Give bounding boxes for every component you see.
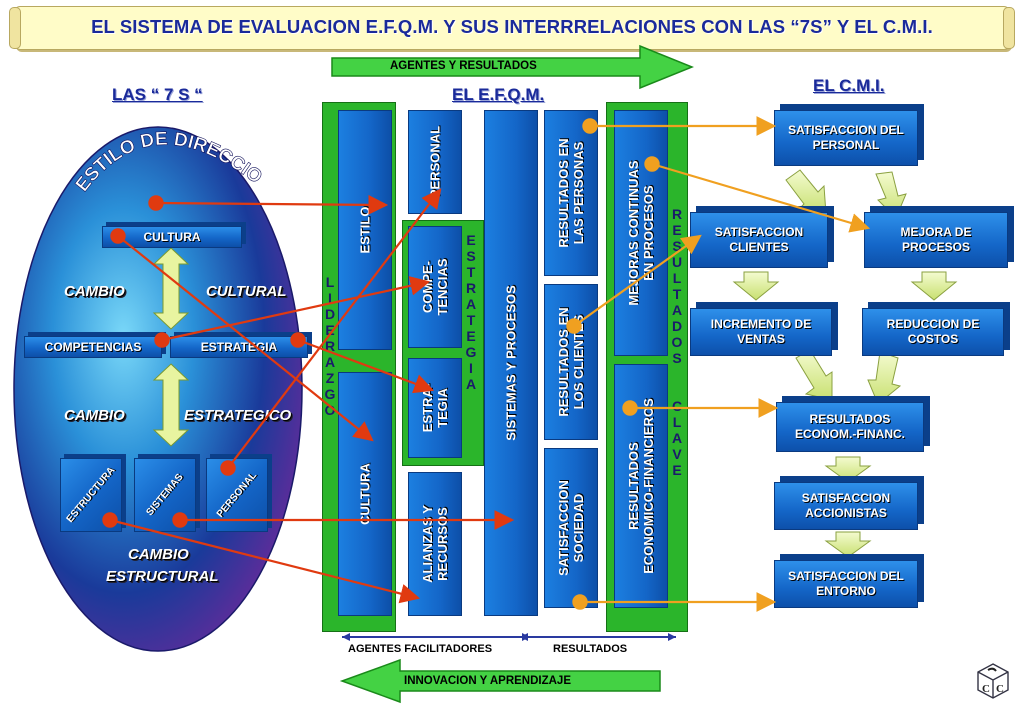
scroll-curl-right xyxy=(1003,7,1015,49)
cube-logo-icon: C C xyxy=(977,663,1009,699)
connector-cmi-procesos xyxy=(644,156,871,233)
connector-estructura xyxy=(102,512,421,604)
heading-efqm: EL E.F.Q.M. xyxy=(452,85,545,104)
bottom-arrow xyxy=(339,658,661,704)
svg-text:C: C xyxy=(982,683,990,695)
connector-estilo xyxy=(148,194,389,215)
scroll-curl-left xyxy=(9,7,21,49)
connector-estrategia xyxy=(290,332,435,394)
top-arrow-label: AGENTES Y RESULTADOS xyxy=(390,60,537,72)
page-title: EL SISTEMA DE EVALUACION E.F.Q.M. Y SUS … xyxy=(91,16,933,37)
connector-competencias xyxy=(154,276,431,348)
connector-cultura xyxy=(110,228,374,442)
cambio-estrategico-word1: CAMBIO xyxy=(64,407,125,424)
agentes-facilitadores-label: AGENTES FACILITADORES xyxy=(348,643,493,655)
cambio-cultural-word1: CAMBIO xyxy=(64,283,125,300)
connector-cmi-clientes xyxy=(566,234,702,334)
heading-cmi: EL C.M.I. xyxy=(813,76,885,95)
facilitators-results-axis xyxy=(342,633,676,641)
resultados-label: RESULTADOS xyxy=(553,643,628,655)
connector-personal xyxy=(220,188,442,476)
top-arrow xyxy=(331,44,695,90)
title-banner: EL SISTEMA DE EVALUACION E.F.Q.M. Y SUS … xyxy=(9,6,1015,50)
efqm-sistemas-procesos: SISTEMAS Y PROCESOS xyxy=(484,110,538,616)
bottom-arrow-label: INNOVACION Y APRENDIZAJE xyxy=(404,675,571,687)
heading-seven-s: LAS “ 7 S “ xyxy=(112,85,203,104)
svg-text:C: C xyxy=(996,683,1004,695)
